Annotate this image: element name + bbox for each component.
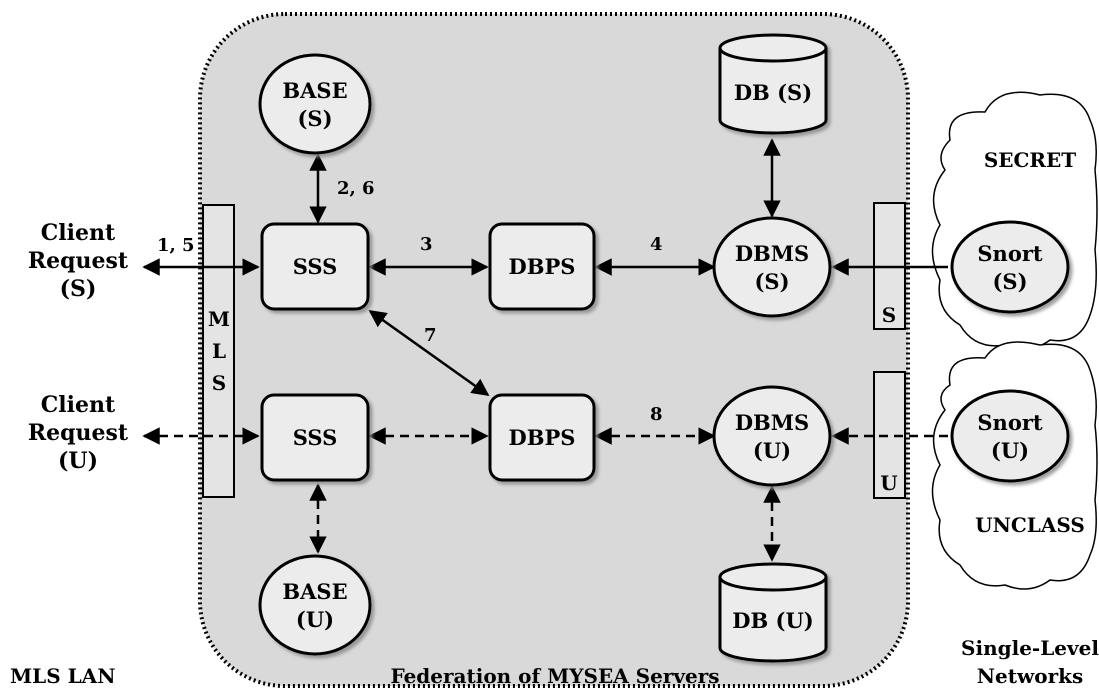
db-u-cylinder [718,562,828,663]
sss-s-node [260,222,370,311]
federation-caption: Federation of MYSEA Servers [390,664,719,688]
step-3-label: 3 [420,234,433,255]
dbms-u-level: (U) [753,438,791,463]
snort-u-level: (U) [991,438,1029,463]
dbps-u-label: DBPS [509,425,576,450]
client-u-line1: Client [41,392,116,418]
single-level-caption-line2: Networks [977,664,1083,688]
db-s-label: DB (S) [734,80,812,105]
dbps-s-node [488,222,596,311]
sss-s-to-dbps-u-arrow [368,309,490,397]
secret-network-label: SECRET [984,148,1076,172]
single-level-caption-line1: Single-Level [961,636,1099,660]
secret-bar-label: S [882,303,896,327]
client-u-line3: (U) [58,448,98,474]
unclass-bar-label: U [880,471,897,495]
snort-s-level: (S) [992,269,1027,294]
federation-region [198,12,910,688]
unclass-network-label: UNCLASS [975,513,1085,537]
snort-u-label: Snort [977,410,1043,435]
step-1-5-label: 1, 5 [157,235,195,256]
dbms-s-level: (S) [754,269,789,294]
step-7-label: 7 [424,325,437,346]
client-s-line2: Request [28,248,129,274]
dbms-u-node [712,385,832,487]
db-u-label: DB (U) [732,608,813,633]
snort-s-label: Snort [977,241,1043,266]
mls-bar-letter-m: M [208,307,230,331]
client-s-line3: (S) [60,276,97,302]
client-s-line1: Client [41,220,116,246]
step-2-6-label: 2, 6 [337,178,375,199]
snort-s-node [950,220,1070,314]
base-s-level: (S) [297,106,332,131]
step-8-label: 8 [650,404,663,425]
base-u-label: BASE [282,579,347,604]
step-4-label: 4 [650,234,663,255]
client-u-line2: Request [28,420,129,446]
sss-s-label: SSS [293,254,338,279]
base-u-node [258,554,372,656]
mls-bar-letter-l: L [212,339,226,363]
dbms-u-label: DBMS [735,410,809,435]
dbps-s-label: DBPS [509,254,576,279]
mls-bar-letter-s: S [212,371,226,395]
db-s-cylinder [718,33,828,135]
dbms-s-node [712,216,832,318]
base-s-label: BASE [282,78,347,103]
mls-lan-caption: MLS LAN [10,664,115,688]
base-u-level: (U) [296,607,334,632]
dbps-u-node [488,393,596,482]
base-s-node [258,53,372,155]
snort-u-node [950,389,1070,483]
mls-bar [202,204,235,498]
sss-u-node [260,393,370,482]
dbms-s-label: DBMS [735,241,809,266]
sss-u-label: SSS [293,425,338,450]
